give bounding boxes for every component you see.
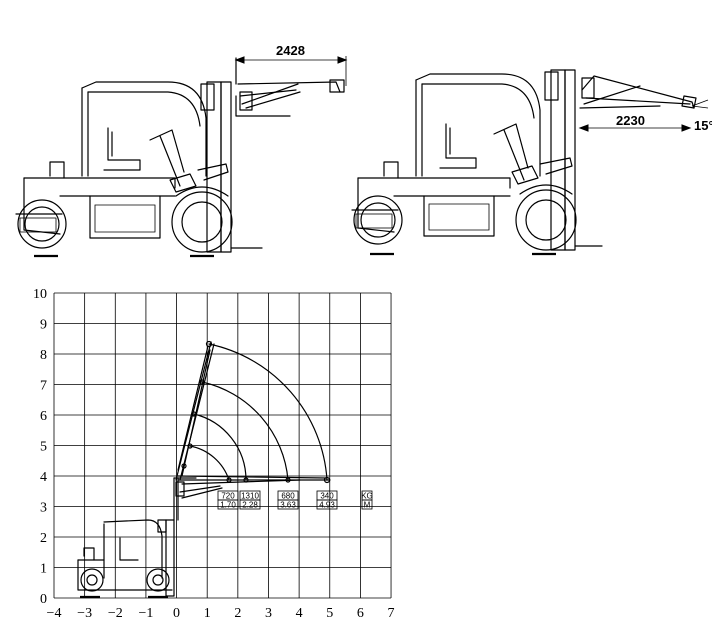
x-tick-label: −3 <box>77 606 92 621</box>
reach-arc <box>189 445 230 481</box>
reach-arc <box>201 381 289 481</box>
reach-arcs <box>189 343 328 481</box>
forklift-side-view-left: 2428 <box>15 43 348 258</box>
load-chart-grid <box>53 292 392 599</box>
x-tick-label: 3 <box>265 606 272 621</box>
load-distance-label: 3.63 <box>280 501 296 510</box>
y-tick-label: 5 <box>40 440 47 455</box>
load-distance-label: 4.93 <box>319 501 335 510</box>
load-distance-label: 1.70 <box>220 501 236 510</box>
x-tick-label: −4 <box>47 606 62 621</box>
y-tick-label: 7 <box>40 379 47 394</box>
unit-m-label: M <box>364 501 371 510</box>
x-tick-label: 0 <box>173 606 180 621</box>
y-tick-label: 8 <box>40 348 47 363</box>
reach-dimension-right: 2230 <box>616 113 645 128</box>
y-tick-label: 9 <box>40 318 47 333</box>
load-kg-label: 720 <box>221 492 235 501</box>
forklift-in-chart <box>77 477 223 599</box>
load-kg-label: 1310 <box>241 492 259 501</box>
y-tick-label: 3 <box>40 501 47 516</box>
y-tick-label: 0 <box>40 592 47 607</box>
forklift-side-view-right: 2230 15° <box>351 69 712 256</box>
y-tick-label: 4 <box>40 470 47 485</box>
x-tick-labels: −4 −3 −2 −1 0 1 2 3 4 5 6 7 <box>47 606 395 621</box>
x-tick-label: 1 <box>204 606 211 621</box>
load-kg-label: 340 <box>320 492 334 501</box>
x-tick-label: −2 <box>108 606 123 621</box>
y-tick-labels: 0 1 2 3 4 5 6 7 8 9 10 <box>33 287 47 607</box>
load-kg-label: 680 <box>281 492 295 501</box>
reach-arc <box>193 413 247 481</box>
x-tick-label: −1 <box>138 606 153 621</box>
x-tick-label: 6 <box>357 606 364 621</box>
jib-positions <box>175 340 331 485</box>
y-tick-label: 10 <box>33 287 47 302</box>
y-tick-label: 1 <box>40 562 47 577</box>
y-tick-label: 6 <box>40 409 47 424</box>
load-distance-label: 2.28 <box>242 501 258 510</box>
unit-kg-label: KG <box>361 492 373 501</box>
x-tick-label: 2 <box>234 606 241 621</box>
y-tick-label: 2 <box>40 531 47 546</box>
x-tick-label: 4 <box>296 606 303 621</box>
x-tick-label: 5 <box>326 606 333 621</box>
reach-arc <box>208 343 328 481</box>
tilt-angle-label: 15° <box>694 118 712 133</box>
reach-dimension-left: 2428 <box>276 43 305 58</box>
x-tick-label: 7 <box>388 606 395 621</box>
